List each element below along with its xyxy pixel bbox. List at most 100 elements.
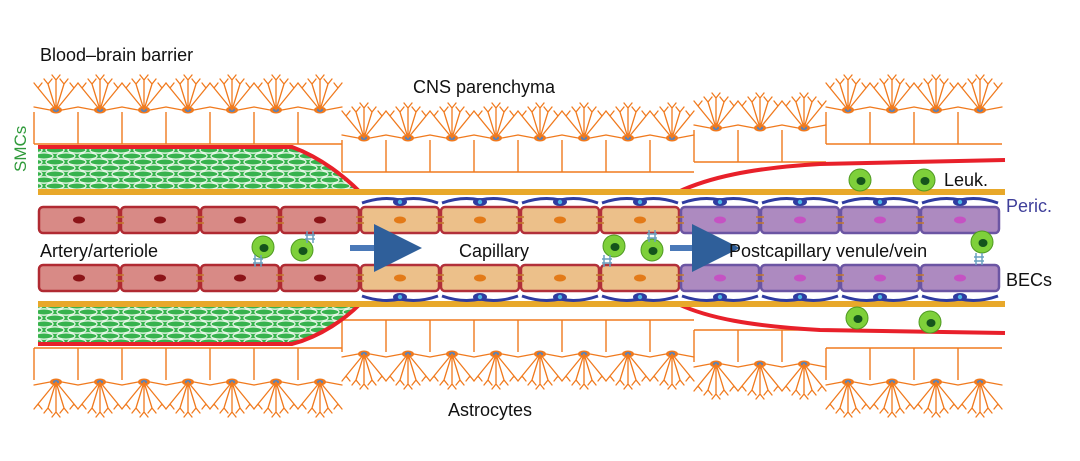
astrocyte-endfoot — [121, 347, 166, 380]
astrocyte-processes — [429, 102, 475, 139]
pericyte-nucleus — [797, 199, 803, 205]
tight-junction — [676, 274, 684, 282]
astrocyte-endfoot — [605, 140, 650, 173]
label-smcs: SMCs — [11, 126, 30, 172]
astrocyte-processes — [385, 102, 431, 139]
astrocyte-processes — [473, 102, 519, 139]
leukocyte-nucleus — [298, 247, 308, 255]
astrocyte-layer-bottom — [33, 319, 1003, 418]
leukocytes — [251, 168, 994, 334]
cell-nucleus — [73, 274, 85, 282]
adhesion-molecule — [974, 253, 984, 265]
astrocyte-processes — [121, 74, 167, 111]
astrocyte-endfoot — [913, 112, 958, 145]
astrocyte-endfoot — [957, 112, 1002, 145]
leukocyte-nucleus — [648, 247, 658, 255]
astrocyte-processes — [957, 74, 1003, 111]
astrocyte-endfoot — [781, 329, 826, 362]
cell-nucleus — [794, 274, 806, 282]
astrocyte-processes — [737, 92, 783, 129]
adhesion-molecule — [602, 255, 612, 267]
label-venule: Postcapillary venule/vein — [729, 241, 927, 261]
astrocyte-endfoot — [473, 140, 518, 173]
label-pericyte: Peric. — [1006, 196, 1052, 216]
cell-nucleus — [154, 216, 166, 224]
cell-nucleus — [794, 216, 806, 224]
leukocyte-nucleus — [978, 239, 988, 247]
astrocyte-processes — [165, 74, 211, 111]
leukocyte-nucleus — [926, 319, 936, 327]
tight-junction — [276, 216, 284, 224]
tight-junction — [116, 216, 124, 224]
astrocyte-processes — [209, 381, 255, 418]
astrocyte-processes — [77, 74, 123, 111]
astrocyte-processes — [341, 102, 387, 139]
cell-nucleus — [714, 216, 726, 224]
basement-membrane-bottom — [38, 301, 1005, 307]
astrocyte-endfoot — [737, 329, 782, 362]
astrocyte-endfoot — [209, 347, 254, 380]
astrocyte-processes — [649, 102, 695, 139]
pericyte-nucleus — [477, 199, 483, 205]
pericyte-nucleus — [477, 294, 483, 300]
astrocyte-endfoot — [561, 140, 606, 173]
smc-layer-bottom — [38, 304, 360, 344]
label-cns-parenchyma: CNS parenchyma — [413, 77, 556, 97]
astrocyte-endfoot — [957, 347, 1002, 380]
pericyte-nucleus — [877, 294, 883, 300]
tight-junction — [836, 216, 844, 224]
astrocyte-endfoot — [517, 319, 562, 352]
label-capillary: Capillary — [459, 241, 529, 261]
astrocyte-processes — [693, 92, 739, 129]
diagram-title: Blood–brain barrier — [40, 45, 193, 65]
astrocyte-processes — [33, 74, 79, 111]
astrocyte-endfoot — [649, 140, 694, 173]
tight-junction — [756, 274, 764, 282]
astrocyte-endfoot — [869, 112, 914, 145]
astrocyte-endfoot — [561, 319, 606, 352]
astrocyte-endfoot — [253, 112, 298, 145]
tight-junction — [116, 274, 124, 282]
tight-junction — [196, 216, 204, 224]
astrocyte-processes — [605, 353, 651, 390]
cell-nucleus — [954, 216, 966, 224]
tight-junction — [516, 274, 524, 282]
pericyte-nucleus — [397, 199, 403, 205]
tight-junction — [596, 216, 604, 224]
pericyte-nucleus — [877, 199, 883, 205]
astrocyte-processes — [341, 353, 387, 390]
astrocyte-endfoot — [165, 347, 210, 380]
astrocyte-layer-top — [33, 74, 1003, 173]
leukocyte-nucleus — [856, 177, 866, 185]
pericyte-nucleus — [717, 294, 723, 300]
tight-junction — [916, 274, 924, 282]
adhesion-molecule — [305, 231, 315, 243]
tight-junction — [596, 274, 604, 282]
leukocyte-nucleus — [920, 177, 930, 185]
astrocyte-endfoot — [781, 130, 826, 163]
astrocyte-endfoot — [693, 329, 738, 362]
astrocyte-processes — [429, 353, 475, 390]
cell-nucleus — [874, 274, 886, 282]
astrocyte-endfoot — [165, 112, 210, 145]
astrocyte-processes — [913, 74, 959, 111]
pericytes — [361, 197, 999, 302]
astrocyte-endfoot — [913, 347, 958, 380]
astrocyte-endfoot — [385, 140, 430, 173]
cell-nucleus — [554, 274, 566, 282]
astrocyte-processes — [869, 74, 915, 111]
tight-junction — [916, 216, 924, 224]
cell-nucleus — [394, 274, 406, 282]
basement-membrane-top — [38, 189, 1005, 195]
pericyte-nucleus — [717, 199, 723, 205]
cell-nucleus — [394, 216, 406, 224]
astrocyte-processes — [297, 381, 343, 418]
astrocyte-endfoot — [693, 130, 738, 163]
cell-nucleus — [954, 274, 966, 282]
cell-nucleus — [314, 216, 326, 224]
astrocyte-processes — [77, 381, 123, 418]
astrocyte-endfoot — [121, 112, 166, 145]
astrocyte-processes — [561, 353, 607, 390]
cell-nucleus — [874, 216, 886, 224]
